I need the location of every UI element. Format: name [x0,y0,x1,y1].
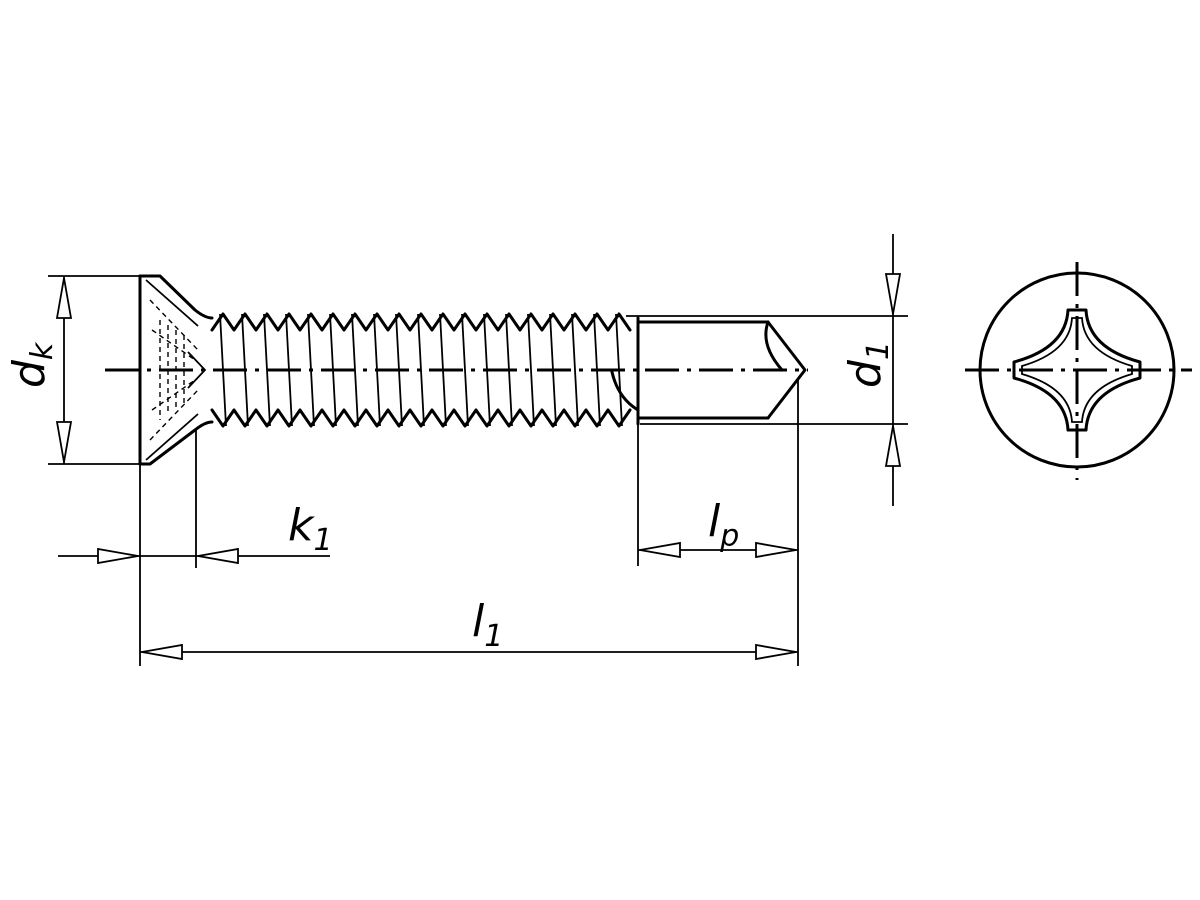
thread-flank-line [329,313,337,427]
thread-flank-line [549,313,557,427]
thread-flank-line [417,313,425,427]
d1-arrow-bottom [884,425,902,467]
thread-flank-line [263,313,271,427]
thread [210,312,632,428]
thread-flank-line [373,313,381,427]
svg-text:l1: l1 [472,596,503,654]
dimension-k1: k1 [58,430,333,568]
lp-label: l [708,496,721,547]
drill-point [610,316,807,426]
d1-subscript: 1 [861,341,896,360]
phillips-recess [1012,308,1142,432]
svg-text:lp: lp [708,496,739,554]
dimension-lp: lp [637,424,798,566]
thread-flank-line [505,313,513,427]
lp-subscript: p [719,519,739,554]
k1-arrow-right [197,547,239,565]
dk-label: d [4,359,55,388]
thread-flank-line [461,313,469,427]
screw-side-view [105,274,808,466]
head-end-view [965,262,1192,480]
k1-subscript: 1 [313,523,332,558]
thread-flank-line [351,313,359,427]
thread-flank-line [615,313,623,427]
thread-flank-line [285,313,293,427]
svg-text:dk: dk [4,341,60,388]
thread-flank-line [241,313,249,427]
thread-flank-line [395,313,403,427]
l1-label: l [472,596,485,647]
thread-flank-line [439,313,447,427]
thread-flank-line [483,313,491,427]
dk-subscript: k [25,341,60,360]
d1-arrow-top [884,273,902,315]
dk-arrow-top [55,277,73,319]
dimension-d1: d1 [626,234,908,506]
thread-flank-line [219,313,227,427]
l1-arrow-right [755,643,797,661]
k1-arrow-left [97,547,139,565]
dimension-l1: l1 [139,380,799,666]
thread-flank-line [593,313,601,427]
svg-text:k1: k1 [288,500,333,558]
d1-label: d [840,359,891,388]
thread-flank-line [571,313,579,427]
dimension-dk: dk [4,275,140,465]
l1-subscript: 1 [484,619,503,654]
thread-flank-line [527,313,535,427]
lp-arrow-left [639,541,681,559]
svg-text:d1: d1 [840,341,896,388]
thread-flank-line [307,313,315,427]
k1-label: k [288,500,315,551]
dk-arrow-bottom [55,421,73,463]
screw-head [138,274,214,466]
lp-arrow-right [755,541,797,559]
l1-arrow-left [141,643,183,661]
